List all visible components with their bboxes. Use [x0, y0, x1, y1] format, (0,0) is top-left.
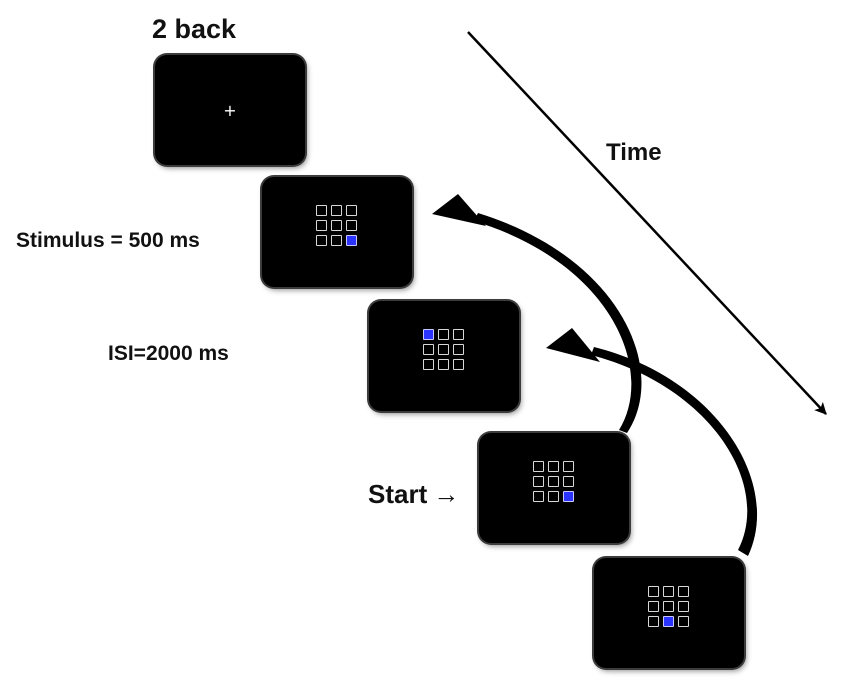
stimulus-duration-label: Stimulus = 500 ms [16, 229, 200, 252]
grid-cell-highlighted [423, 329, 434, 340]
time-arrow [467, 31, 827, 415]
start-arrow-icon: → [433, 479, 460, 509]
grid-cell [548, 491, 559, 502]
screen-trial-1 [262, 177, 412, 287]
grid-cell [423, 344, 434, 355]
time-label: Time [606, 139, 662, 166]
screen-trial-3 [479, 433, 629, 543]
stimulus-grid [316, 205, 357, 246]
stimulus-grid [648, 586, 689, 627]
grid-cell [678, 586, 689, 597]
grid-cell-highlighted [346, 235, 357, 246]
grid-cell [648, 601, 659, 612]
start-text: Start [368, 479, 428, 509]
back-arrow-2-head [546, 328, 600, 362]
grid-cell [331, 235, 342, 246]
grid-cell [346, 220, 357, 231]
back-arrow-1-head [432, 194, 486, 226]
grid-cell [331, 205, 342, 216]
screen-trial-2 [369, 301, 519, 411]
grid-cell [548, 461, 559, 472]
grid-cell [548, 476, 559, 487]
grid-cell [423, 359, 434, 370]
isi-label: ISI=2000 ms [108, 342, 229, 365]
grid-cell [648, 586, 659, 597]
grid-cell [533, 491, 544, 502]
grid-cell [331, 220, 342, 231]
grid-cell [678, 616, 689, 627]
grid-cell-highlighted [563, 491, 574, 502]
grid-cell [453, 344, 464, 355]
back-arrow-2 [591, 347, 758, 556]
start-label: Start→ [368, 479, 459, 510]
back-arrow-1 [474, 213, 642, 433]
grid-cell [563, 461, 574, 472]
grid-cell [533, 476, 544, 487]
grid-cell [346, 205, 357, 216]
grid-cell [316, 235, 327, 246]
grid-cell [453, 329, 464, 340]
grid-cell [316, 220, 327, 231]
grid-cell [438, 344, 449, 355]
grid-cell [453, 359, 464, 370]
grid-cell [438, 359, 449, 370]
grid-cell [533, 461, 544, 472]
grid-cell-highlighted [663, 616, 674, 627]
stimulus-grid [533, 461, 574, 502]
grid-cell [648, 616, 659, 627]
grid-cell [563, 476, 574, 487]
grid-cell [663, 586, 674, 597]
screen-trial-4 [594, 558, 744, 668]
grid-cell [678, 601, 689, 612]
grid-cell [438, 329, 449, 340]
screen-fixation: + [155, 55, 305, 165]
grid-cell [316, 205, 327, 216]
grid-cell [663, 601, 674, 612]
stimulus-grid [423, 329, 464, 370]
fixation-cross: + [223, 101, 237, 120]
task-title: 2 back [152, 14, 237, 44]
